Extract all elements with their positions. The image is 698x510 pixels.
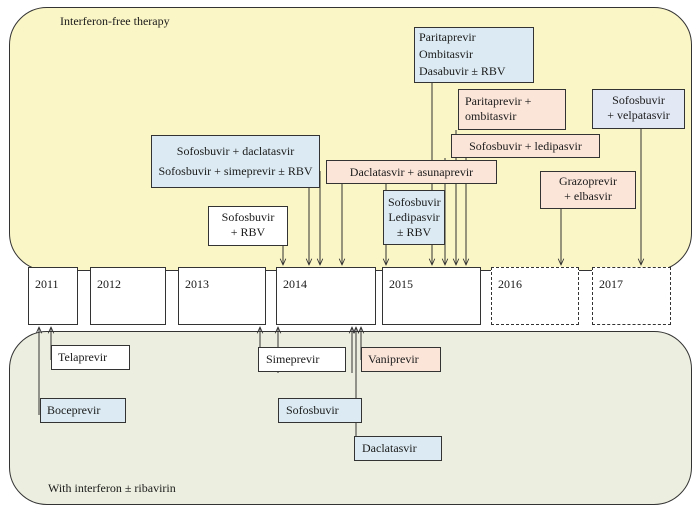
sofosbuvir-velpatasvir-line-2: + velpatasvir [607,108,670,122]
po-line-2: ombitasvir [465,109,517,123]
sofosbuvir-ledipasvir-box: Sofosbuvir + ledipasvir [451,134,600,158]
daclatasvir-asunaprevir-box: Daclatasvir + asunaprevir [326,160,497,184]
sofosbuvir-ledipasvir-rbv-line-2: Ledipasvir [388,210,440,224]
sofosbuvir-box: Sofosbuvir [278,398,362,423]
year-2015: 2015 [382,267,481,325]
paritaprevir-ombitasvir-box: Paritaprevir + ombitasvir [458,89,566,130]
sofosbuvir-ledipasvir-rbv-line-3: ± RBV [396,225,432,239]
sofosbuvir-ledipasvir-rbv-box: Sofosbuvir Ledipasvir ± RBV [383,190,445,245]
boceprevir-box: Boceprevir [40,398,126,423]
year-2016: 2016 [491,267,579,325]
sofosbuvir-daclatasvir-simeprevir-box: Sofosbuvir + daclatasvir Sofosbuvir + si… [151,135,320,188]
grazoprevir-elbasvir-box: Grazoprevir + elbasvir [540,171,636,209]
grazoprevir-elbasvir-line-2: + elbasvir [564,189,612,203]
year-2012: 2012 [90,267,166,325]
sofosbuvir-ledipasvir-rbv-line-1: Sofosbuvir [388,195,441,209]
year-2011: 2011 [28,267,78,325]
sofosbuvir-simeprevir-text: Sofosbuvir + simeprevir ± RBV [158,164,313,178]
pod-line-2: Ombitasvir [419,47,473,61]
year-2013: 2013 [178,267,266,325]
sofosbuvir-rbv-line-2: + RBV [230,225,266,239]
interferon-free-label: Interferon-free therapy [60,14,170,28]
pod-line-3: Dasabuvir ± RBV [419,64,506,78]
daclatasvir-box: Daclatasvir [354,436,442,461]
telaprevir-box: Telaprevir [51,345,130,370]
year-2014: 2014 [276,267,376,325]
with-interferon-label: With interferon ± ribavirin [48,481,176,495]
sofosbuvir-daclatasvir-text: Sofosbuvir + daclatasvir [176,144,295,158]
paritaprevir-ombitasvir-dasabuvir-box: Paritaprevir Ombitasvir Dasabuvir ± RBV [414,27,534,83]
sofosbuvir-velpatasvir-box: Sofosbuvir + velpatasvir [592,89,685,129]
po-line-1: Paritaprevir + [465,94,532,108]
sofosbuvir-velpatasvir-line-1: Sofosbuvir [612,93,665,107]
sofosbuvir-rbv-box: Sofosbuvir + RBV [208,206,288,246]
pod-line-1: Paritaprevir [419,30,476,44]
year-2017: 2017 [592,267,671,325]
vaniprevir-box: Vaniprevir [361,347,441,372]
grazoprevir-elbasvir-line-1: Grazoprevir [559,174,617,188]
sofosbuvir-rbv-line-1: Sofosbuvir [221,210,275,224]
simeprevir-box: Simeprevir [258,347,346,372]
